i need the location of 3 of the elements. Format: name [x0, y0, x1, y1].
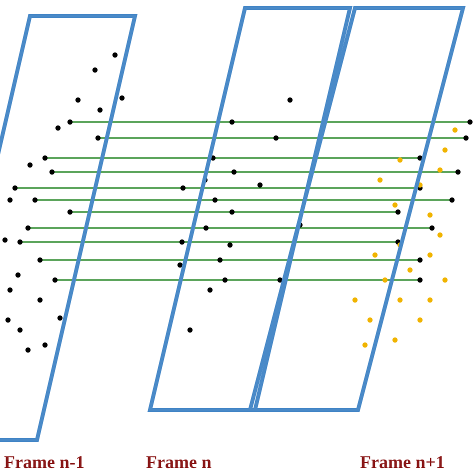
frame-label: Frame n	[146, 452, 212, 473]
frame-label: Frame n-1	[4, 452, 84, 473]
frame-label: Frame n+1	[360, 452, 445, 473]
